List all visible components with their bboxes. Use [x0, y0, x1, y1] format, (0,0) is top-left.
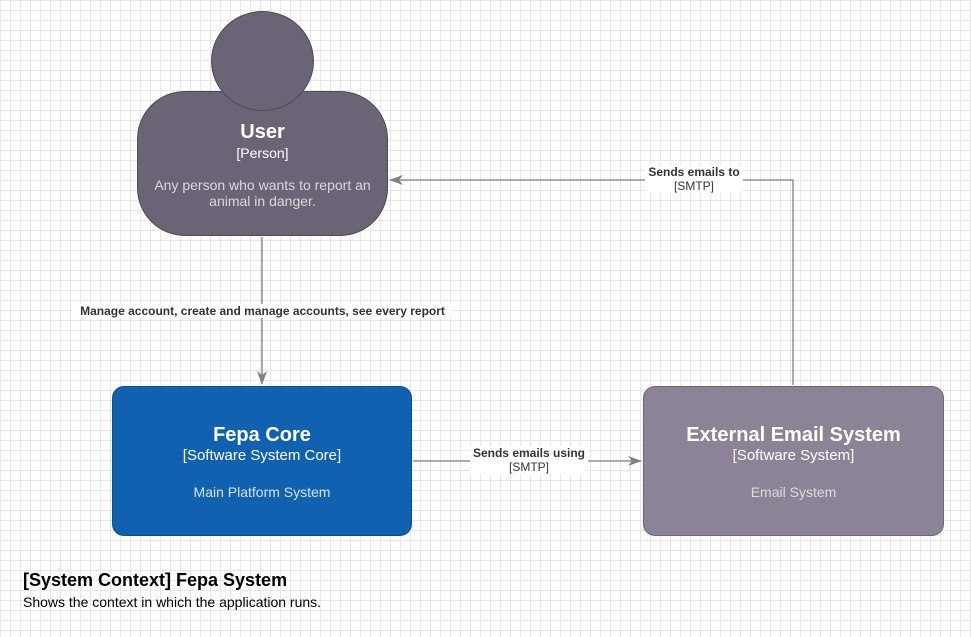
edge-label-user-to-core: Manage account, create and manage accoun… — [72, 304, 453, 318]
node-email-type: [Software System] — [732, 447, 855, 464]
node-user-type: [Person] — [236, 145, 289, 161]
node-user[interactable]: User [Person] Any person who wants to re… — [137, 91, 388, 236]
node-user-title: User — [240, 121, 285, 143]
diagram-description: Shows the context in which the applicati… — [23, 594, 322, 610]
node-core-description: Main Platform System — [193, 484, 331, 500]
node-fepa-core[interactable]: Fepa Core [Software System Core] Main Pl… — [112, 386, 412, 536]
edge-user-to-core-label: Manage account, create and manage accoun… — [80, 304, 445, 318]
node-core-title: Fepa Core — [213, 424, 311, 446]
edge-core-to-email-technology: [SMTP] — [508, 460, 549, 474]
edge-email-to-user-technology: [SMTP] — [673, 179, 714, 193]
edge-label-core-to-email: Sends emails using [SMTP] — [470, 446, 588, 474]
node-core-type: [Software System Core] — [182, 447, 342, 464]
node-email-title: External Email System — [686, 424, 901, 446]
node-user-description: Any person who wants to report an animal… — [154, 177, 371, 209]
edge-core-to-email-label: Sends emails using — [472, 446, 586, 460]
edge-label-email-to-user: Sends emails to [SMTP] — [645, 165, 743, 193]
node-external-email-system[interactable]: External Email System [Software System] … — [643, 386, 944, 536]
person-head-icon[interactable] — [211, 11, 314, 111]
edge-email-to-user[interactable] — [389, 175, 794, 385]
diagram-title: [System Context] Fepa System — [23, 570, 288, 590]
node-email-description: Email System — [750, 484, 837, 500]
edge-email-to-user-label: Sends emails to — [648, 165, 740, 179]
